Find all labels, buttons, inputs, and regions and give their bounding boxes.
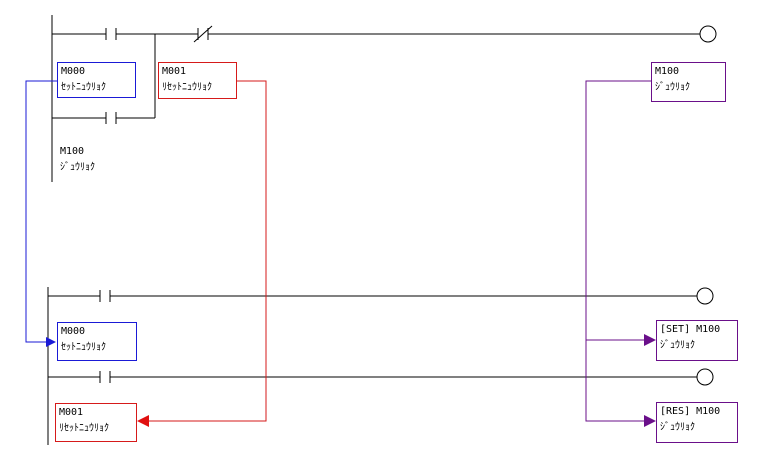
reset-coil-circle (696, 368, 714, 386)
device-comment: ｼﾞｭｳﾘｮｸ (655, 82, 690, 93)
purple-link-arrow-res (585, 340, 656, 427)
device-comment: ｼﾞｭｳﾘｮｸ (60, 162, 95, 173)
output-coil-m100 (699, 25, 717, 43)
set-coil-circle (696, 287, 714, 305)
device-comment: ｾｯﾄﾆｭｳﾘｮｸ (61, 342, 106, 353)
device-comment: ﾘｾｯﾄﾆｭｳﾘｮｸ (59, 423, 109, 434)
device-address: M000 (61, 66, 86, 77)
m001-reset-input-label-2: M001 ﾘｾｯﾄﾆｭｳﾘｮｸ (55, 403, 137, 442)
device-comment: ｼﾞｭｳﾘｮｸ (660, 340, 695, 351)
purple-link-arrow-set (585, 80, 656, 346)
set-m100-coil-label: [SET] M100 ｼﾞｭｳﾘｮｸ (656, 320, 738, 361)
m000-set-input-label: M000 ｾｯﾄﾆｭｳﾘｮｸ (57, 62, 136, 98)
device-comment: ｾｯﾄﾆｭｳﾘｮｸ (61, 82, 106, 93)
m100-self-hold-label: M100 ｼﾞｭｳﾘｮｸ (60, 144, 95, 176)
device-address: M000 (61, 326, 86, 337)
normally-open-contact-m000-set (99, 290, 111, 302)
device-comment: ﾘｾｯﾄﾆｭｳﾘｮｸ (162, 82, 212, 93)
normally-open-contact-m100-self-hold (105, 112, 117, 124)
blue-link-arrow (25, 80, 57, 347)
rung-2 (47, 287, 714, 445)
device-address: M100 (655, 66, 680, 77)
device-address: M100 (60, 146, 85, 157)
red-link-arrow (137, 80, 267, 427)
res-m100-coil-label: [RES] M100 ｼﾞｭｳﾘｮｸ (656, 402, 738, 443)
device-comment: ｼﾞｭｳﾘｮｸ (660, 422, 695, 433)
normally-open-contact-m001-reset (99, 371, 111, 383)
m100-coil-label: M100 ｼﾞｭｳﾘｮｸ (651, 62, 726, 102)
device-address: M001 (162, 66, 187, 77)
normally-open-contact-m000 (105, 28, 117, 40)
rung-1 (51, 15, 717, 182)
device-address: M001 (59, 407, 84, 418)
m000-set-input-label-2: M000 ｾｯﾄﾆｭｳﾘｮｸ (57, 322, 137, 361)
device-address: [SET] M100 (660, 324, 721, 335)
device-address: [RES] M100 (660, 406, 721, 417)
m001-reset-input-label: M001 ﾘｾｯﾄﾆｭｳﾘｮｸ (158, 62, 237, 99)
normally-closed-contact-m001 (193, 25, 213, 43)
